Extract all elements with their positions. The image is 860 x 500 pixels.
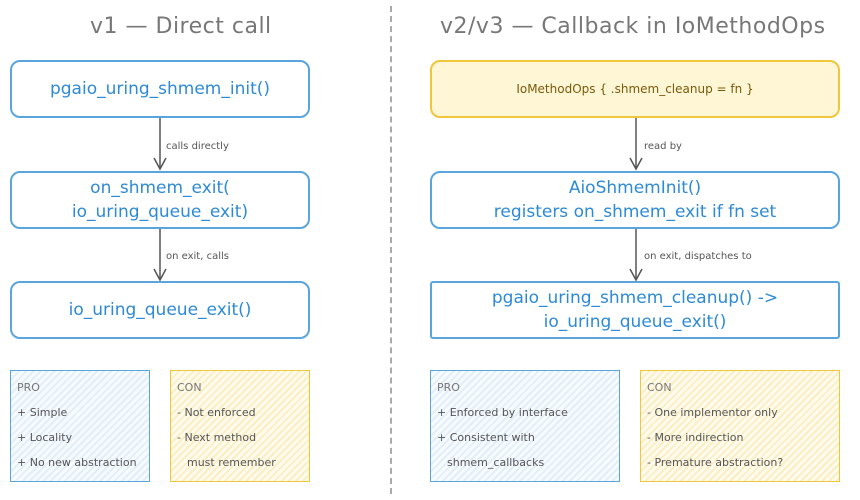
right-box-aioshmeminit[interactable]: AioShmemInit() registers on_shmem_exit i… — [430, 171, 840, 229]
right-box-aioshmeminit-line2: registers on_shmem_exit if fn set — [493, 202, 777, 222]
left-pro-note: PRO + Simple + Locality + No new abstrac… — [10, 370, 150, 482]
left-box-queue-exit[interactable]: io_uring_queue_exit() — [10, 281, 310, 339]
right-box-cleanup[interactable]: pgaio_uring_shmem_cleanup() -> io_uring_… — [430, 281, 840, 339]
left-con-note: CON - Not enforced - Next method must re… — [170, 370, 310, 482]
left-con-item: - Not enforced — [177, 406, 256, 419]
left-arrow-1-label: calls directly — [166, 141, 229, 152]
right-pro-note: PRO + Enforced by interface + Consistent… — [430, 370, 620, 482]
right-box-aioshmeminit-line1: AioShmemInit() — [568, 178, 702, 198]
right-con-item: - Premature abstraction? — [647, 456, 784, 469]
right-con-header: CON — [647, 381, 672, 394]
right-box-cleanup-line2: io_uring_queue_exit() — [543, 312, 727, 332]
right-pro-header: PRO — [437, 381, 460, 394]
right-arrow-2 — [629, 229, 643, 282]
left-arrow-2 — [153, 229, 167, 282]
right-arrow-2-label: on exit, dispatches to — [644, 251, 752, 262]
left-pro-item: + No new abstraction — [17, 456, 137, 469]
left-pro-header: PRO — [17, 381, 40, 394]
right-title: v2/v3 — Callback in IoMethodOps — [440, 14, 826, 39]
right-box-iomethodops[interactable]: IoMethodOps { .shmem_cleanup = fn } — [430, 60, 840, 118]
left-box-on-shmem-exit[interactable]: on_shmem_exit( io_uring_queue_exit) — [10, 171, 310, 229]
left-box-on-shmem-exit-line1: on_shmem_exit( — [90, 178, 230, 198]
right-box-iomethodops-label: IoMethodOps { .shmem_cleanup = fn } — [516, 82, 754, 96]
right-pro-item: + Consistent with — [437, 431, 535, 444]
left-box-init-label: pgaio_uring_shmem_init() — [49, 79, 271, 99]
left-box-queue-exit-label: io_uring_queue_exit() — [68, 300, 252, 320]
right-con-item: - One implementor only — [647, 406, 778, 419]
left-arrow-1 — [153, 118, 167, 171]
left-pro-item: + Locality — [17, 431, 73, 444]
left-arrow-2-label: on exit, calls — [166, 251, 229, 262]
left-pro-item: + Simple — [17, 406, 68, 419]
right-con-item: - More indirection — [647, 431, 744, 444]
left-con-item: must remember — [187, 456, 276, 469]
right-box-cleanup-line1: pgaio_uring_shmem_cleanup() -> — [491, 288, 779, 308]
left-con-header: CON — [177, 381, 202, 394]
right-pro-item: + Enforced by interface — [437, 406, 568, 419]
right-arrow-1 — [629, 118, 643, 171]
left-con-item: - Next method — [177, 431, 257, 444]
right-arrow-1-label: read by — [644, 141, 682, 152]
left-box-on-shmem-exit-line2: io_uring_queue_exit) — [71, 202, 249, 222]
left-box-init[interactable]: pgaio_uring_shmem_init() — [10, 60, 310, 118]
right-pro-item: shmem_callbacks — [447, 456, 545, 469]
column-divider — [390, 6, 392, 494]
right-con-note: CON - One implementor only - More indire… — [640, 370, 840, 482]
left-title: v1 — Direct call — [90, 14, 272, 39]
